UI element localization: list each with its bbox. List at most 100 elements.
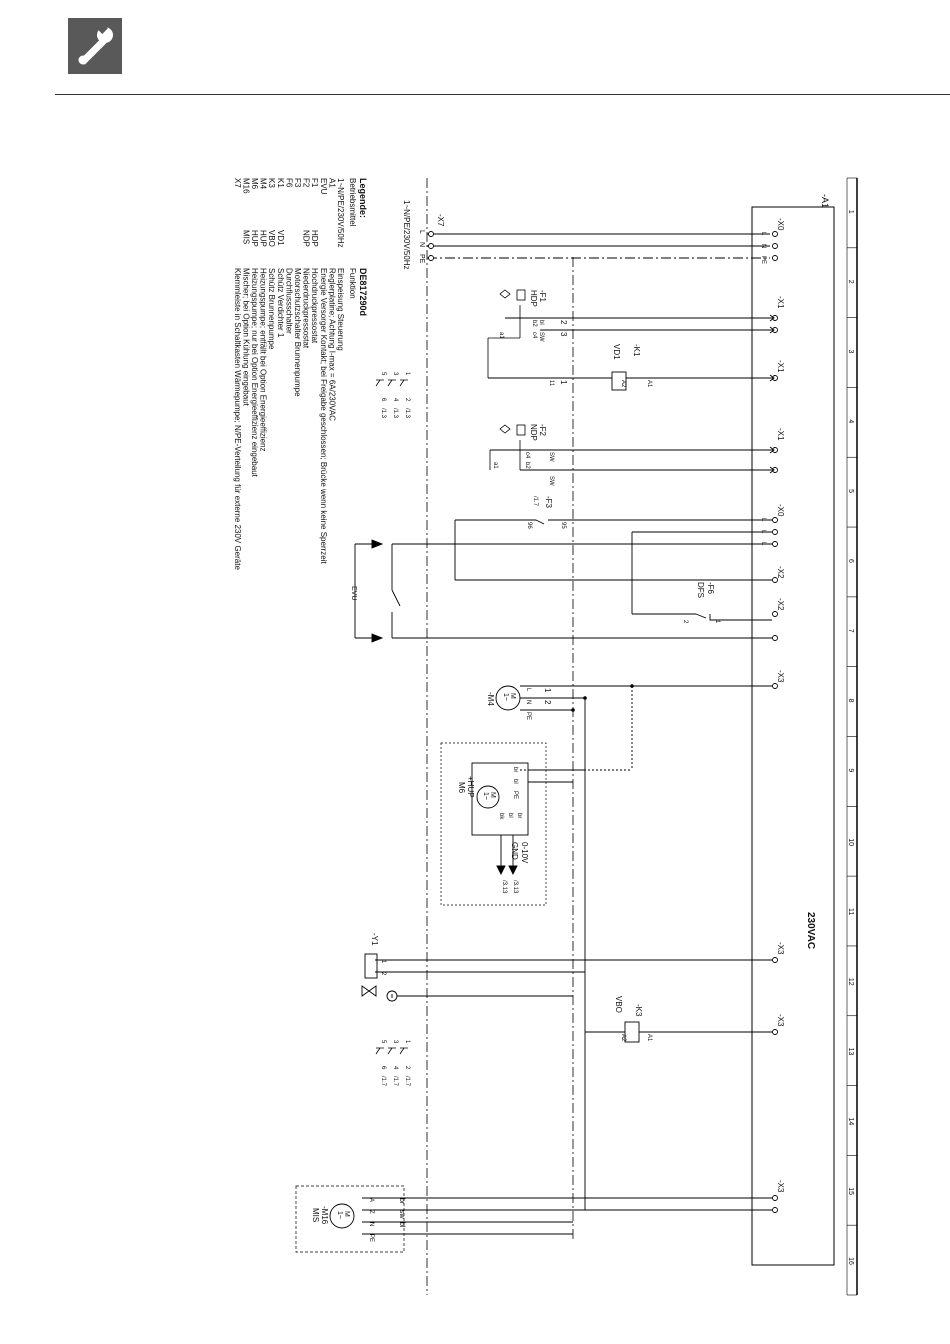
legend-row-id: M4 <box>259 178 268 190</box>
terminal-point <box>772 529 778 535</box>
legend-row-id: K1 <box>276 178 285 188</box>
f1-pin-b2: b2 <box>531 320 537 327</box>
legend-row-function: Reglerplatine; Achtung I-max = 6A/230VAC <box>327 268 336 421</box>
terminal-point <box>772 577 778 583</box>
terminal-point <box>772 467 778 473</box>
k3-contact-4: 4 <box>392 1066 398 1070</box>
k1-ref-2: /1.3 <box>392 408 398 419</box>
m6-ref-2: /3.13 <box>501 880 507 894</box>
m16-option-box <box>295 1185 405 1253</box>
f6-desc: DFS <box>696 582 705 598</box>
ruler-column-label: 12 <box>847 978 854 986</box>
f1-switch <box>487 289 526 378</box>
terminal-point <box>772 327 778 333</box>
legend-row-function: Durchflussschalter <box>284 268 293 334</box>
k1-pin-11: 11 <box>548 380 554 387</box>
f3-pin-96: 96 <box>526 522 532 529</box>
ruler-column-label: 13 <box>847 1048 854 1056</box>
f1-label: -F1 <box>538 290 547 303</box>
x1c-label: -X1 <box>776 428 785 441</box>
m4-pin-n: N <box>525 700 531 704</box>
legend-row-function: Mischer; bei Option Kühlung eingebaut <box>241 268 250 407</box>
voltage-label: 230VAC <box>805 912 816 949</box>
m16-motor <box>329 1197 772 1235</box>
header-rule <box>55 94 950 95</box>
x0a-label: -X0 <box>776 218 785 231</box>
k1-contact-6: 6 <box>380 398 386 402</box>
x2b-label: -X2 <box>776 598 785 611</box>
f1-pin-sw: SW <box>538 332 544 342</box>
a1-label: -A1 <box>820 194 830 208</box>
k3-coil <box>624 1021 640 1043</box>
f3-pin-95: 95 <box>560 522 566 529</box>
m6-symbol-ac: 1~ <box>482 792 489 800</box>
evu-contact <box>354 539 384 643</box>
x0b-pin-1: L <box>760 518 766 522</box>
y1-valve <box>361 953 772 1002</box>
k1-coil <box>611 371 627 391</box>
m6-symbol-m: M <box>489 792 496 798</box>
x1b-label: -X1 <box>776 360 785 373</box>
k3-contact-1: 1 <box>404 1040 410 1044</box>
ruler-column-label: 10 <box>847 838 854 846</box>
terminal-point <box>772 315 778 321</box>
x3c-label: -X3 <box>776 1014 785 1027</box>
m6-pin-pe: PE <box>512 791 518 799</box>
legend-row-function: Schütz Verdichter 1 <box>276 268 285 338</box>
m4-symbol-ac: 1~ <box>502 693 509 701</box>
k3-ref-1: /1.7 <box>404 1076 410 1087</box>
x3b-label: -X3 <box>776 942 785 955</box>
m16-pin-sw: sw <box>398 1210 405 1220</box>
legend-col1-header: Betriebsmittel <box>348 178 357 227</box>
m4-pin-pe: PE <box>525 712 531 720</box>
f3-wiring <box>391 519 772 639</box>
terminal-point <box>772 1195 778 1201</box>
x1a-label: -X1 <box>776 296 785 309</box>
k3-contact-6: 6 <box>380 1066 386 1070</box>
supply-spec: 1~N/PE/230V/50Hz <box>402 200 411 270</box>
m16-label: -M16 <box>320 1206 329 1225</box>
m6-signal-gnd: GND <box>510 842 519 860</box>
k1-ref-1: /1.3 <box>404 408 410 419</box>
m6-motor <box>471 762 585 876</box>
terminal-point <box>772 541 778 547</box>
f6-pin-1: 1 <box>714 620 720 624</box>
terminal-point <box>772 231 778 237</box>
m6-signal-0-10v: 0-10V <box>520 842 529 864</box>
f1-pin-a1: a1 <box>498 332 504 339</box>
k3-contact-5: 5 <box>380 1040 386 1044</box>
legend-row-id: K3 <box>267 178 276 188</box>
m16-symbol-ac: 1~ <box>336 1211 343 1219</box>
ruler-column-label: 14 <box>847 1117 854 1125</box>
m6-pin-br1: br <box>512 767 518 772</box>
wrench-icon-box <box>68 18 122 74</box>
f1-pin-bl: bl <box>538 320 544 325</box>
ruler-column-label: 11 <box>847 908 854 915</box>
legend-title: Legende: <box>358 178 368 218</box>
m16-pin-br: br <box>398 1198 405 1205</box>
k3-contact-3: 3 <box>392 1040 398 1044</box>
m4-pin-1: 1 <box>543 688 552 693</box>
ruler-column-label: 5 <box>847 489 854 493</box>
legend-row-abbr: HUP <box>250 230 259 247</box>
ruler-column-label: 8 <box>847 699 854 703</box>
legend-row-abbr: VBO <box>267 230 276 247</box>
f2-switch <box>489 424 526 470</box>
y1-pin-1: 1 <box>380 960 386 964</box>
k3-ref-3: /1.7 <box>380 1076 386 1087</box>
f1-pin-3: 3 <box>559 332 568 337</box>
f6-label: -F6 <box>706 582 715 595</box>
x7-label: -X7 <box>436 214 445 227</box>
k3-ref-2: /1.7 <box>392 1076 398 1087</box>
terminal-point <box>772 375 778 381</box>
ruler-column-label: 16 <box>847 1257 854 1265</box>
f1-pin-2: 2 <box>559 320 568 325</box>
k1-pin-a1: A1 <box>646 380 652 388</box>
m16-pin-pe: PE <box>368 1234 374 1242</box>
ruler-column-label: 15 <box>847 1187 854 1195</box>
k1-desc: VD1 <box>612 344 621 360</box>
m6-pin-bl2: bl <box>507 813 513 818</box>
k1-contact-4: 4 <box>392 398 398 402</box>
f2-pin-c4: c4 <box>524 452 530 459</box>
